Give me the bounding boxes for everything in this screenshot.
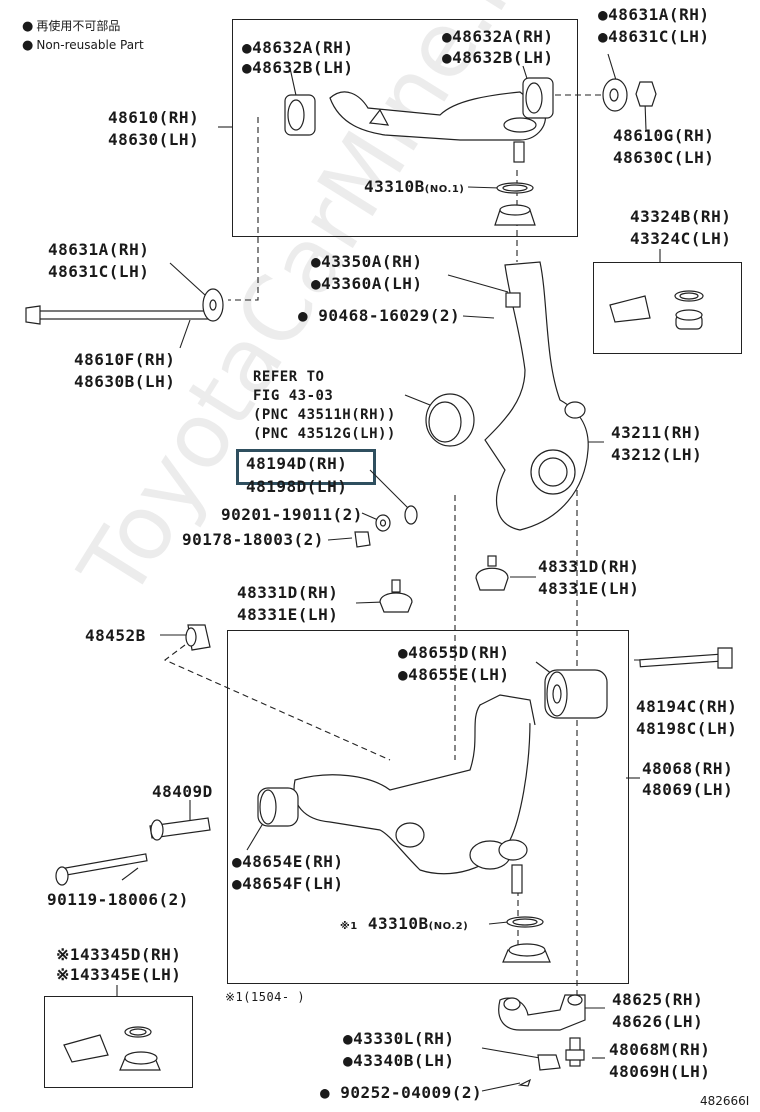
label-90468: ● 90468-16029(2) — [298, 306, 461, 325]
upper-boot-kit-frame — [593, 262, 742, 354]
bullet-icon: ● — [22, 19, 34, 34]
label-48610G: 48610G(RH) — [613, 126, 715, 145]
footnote: ※1(1504- ) — [225, 990, 306, 1004]
label-48655E: ●48655E(LH) — [398, 665, 510, 684]
label-48654F: ●48654F(LH) — [232, 874, 344, 893]
label-90178: 90178-18003(2) — [182, 530, 324, 549]
label-43211: 43211(RH) — [611, 423, 703, 442]
label-48631A-top: ●48631A(RH) — [598, 5, 710, 24]
label-48331D-right: 48331D(RH) — [538, 557, 640, 576]
label-43360A: ●43360A(LH) — [311, 274, 423, 293]
label-48198C: 48198C(LH) — [636, 719, 738, 738]
label-90201: 90201-19011(2) — [221, 505, 363, 524]
part-number: 43310B — [364, 177, 425, 196]
label-43340B: ●43340B(LH) — [343, 1051, 455, 1070]
part-number: 43310B — [367, 914, 429, 933]
label-48632B-right: ●48632B(LH) — [442, 48, 554, 67]
label-43310B-upper: 43310B(NO.1) — [364, 177, 464, 200]
label-43324C: 43324C(LH) — [630, 229, 732, 248]
figure-number: 482666I — [700, 1094, 750, 1108]
label-48069H: 48069H(LH) — [609, 1062, 711, 1081]
label-48194D[interactable]: 48194D(RH) — [246, 454, 348, 473]
label-48625: 48625(RH) — [612, 990, 704, 1009]
label-90119: 90119-18006(2) — [47, 890, 189, 909]
part-note: (NO.2) — [428, 921, 469, 932]
label-48331E-left: 48331E(LH) — [237, 605, 339, 624]
legend-line-jp: ●再使用不可部品 — [22, 17, 120, 36]
label-48654E: ●48654E(RH) — [232, 852, 344, 871]
label-48632B-left: ●48632B(LH) — [242, 58, 354, 77]
label-48610: 48610(RH) — [108, 108, 200, 127]
upper-arm-group-frame — [232, 19, 578, 237]
refer-line-3: (PNC 43511H(RH)) — [253, 407, 396, 423]
label-48452B: 48452B — [85, 626, 146, 645]
label-43310B-lower: ※1 43310B(NO.2) — [340, 914, 468, 937]
highlight-box-48194D — [236, 449, 376, 485]
label-48630: 48630(LH) — [108, 130, 200, 149]
label-48198D: 48198D(LH) — [246, 477, 348, 496]
lower-arm-group-frame — [227, 630, 629, 984]
label-48655D: ●48655D(RH) — [398, 643, 510, 662]
footnote-mark: ※1 — [340, 921, 358, 932]
label-43324B: 43324B(RH) — [630, 207, 732, 226]
bullet-icon: ● — [22, 38, 34, 53]
legend-line-en: ●Non-reusable Part — [22, 36, 144, 55]
label-48409D: 48409D — [152, 782, 213, 801]
label-90252: ● 90252-04009(2) — [320, 1083, 483, 1102]
part-note: (NO.1) — [424, 184, 465, 195]
label-48630C: 48630C(LH) — [613, 148, 715, 167]
label-43212: 43212(LH) — [611, 445, 703, 464]
refer-line-4: (PNC 43512G(LH)) — [253, 426, 396, 442]
label-48331D-left: 48331D(RH) — [237, 583, 339, 602]
label-48331E-right: 48331E(LH) — [538, 579, 640, 598]
label-48631A-mid: 48631A(RH) — [48, 240, 150, 259]
label-43330L: ●43330L(RH) — [343, 1029, 455, 1048]
label-48069: 48069(LH) — [642, 780, 734, 799]
label-48632A-right: ●48632A(RH) — [442, 27, 554, 46]
label-48626: 48626(LH) — [612, 1012, 704, 1031]
label-48631C-top: ●48631C(LH) — [598, 27, 710, 46]
legend-text-en: Non-reusable Part — [36, 38, 144, 52]
legend-text-jp: 再使用不可部品 — [36, 19, 121, 33]
label-48632A-left: ●48632A(RH) — [242, 38, 354, 57]
label-43350A: ●43350A(RH) — [311, 252, 423, 271]
lower-boot-kit-frame — [44, 996, 193, 1088]
refer-line-1: REFER TO — [253, 369, 325, 385]
label-48068M: 48068M(RH) — [609, 1040, 711, 1059]
refer-line-2: FIG 43-03 — [253, 388, 334, 404]
label-48068: 48068(RH) — [642, 759, 734, 778]
label-48194C: 48194C(RH) — [636, 697, 738, 716]
label-48610F: 48610F(RH) — [74, 350, 176, 369]
label-43345D: ※143345D(RH) — [56, 945, 182, 964]
label-48630B: 48630B(LH) — [74, 372, 176, 391]
label-48631C-mid: 48631C(LH) — [48, 262, 150, 281]
label-43345E: ※143345E(LH) — [56, 965, 182, 984]
